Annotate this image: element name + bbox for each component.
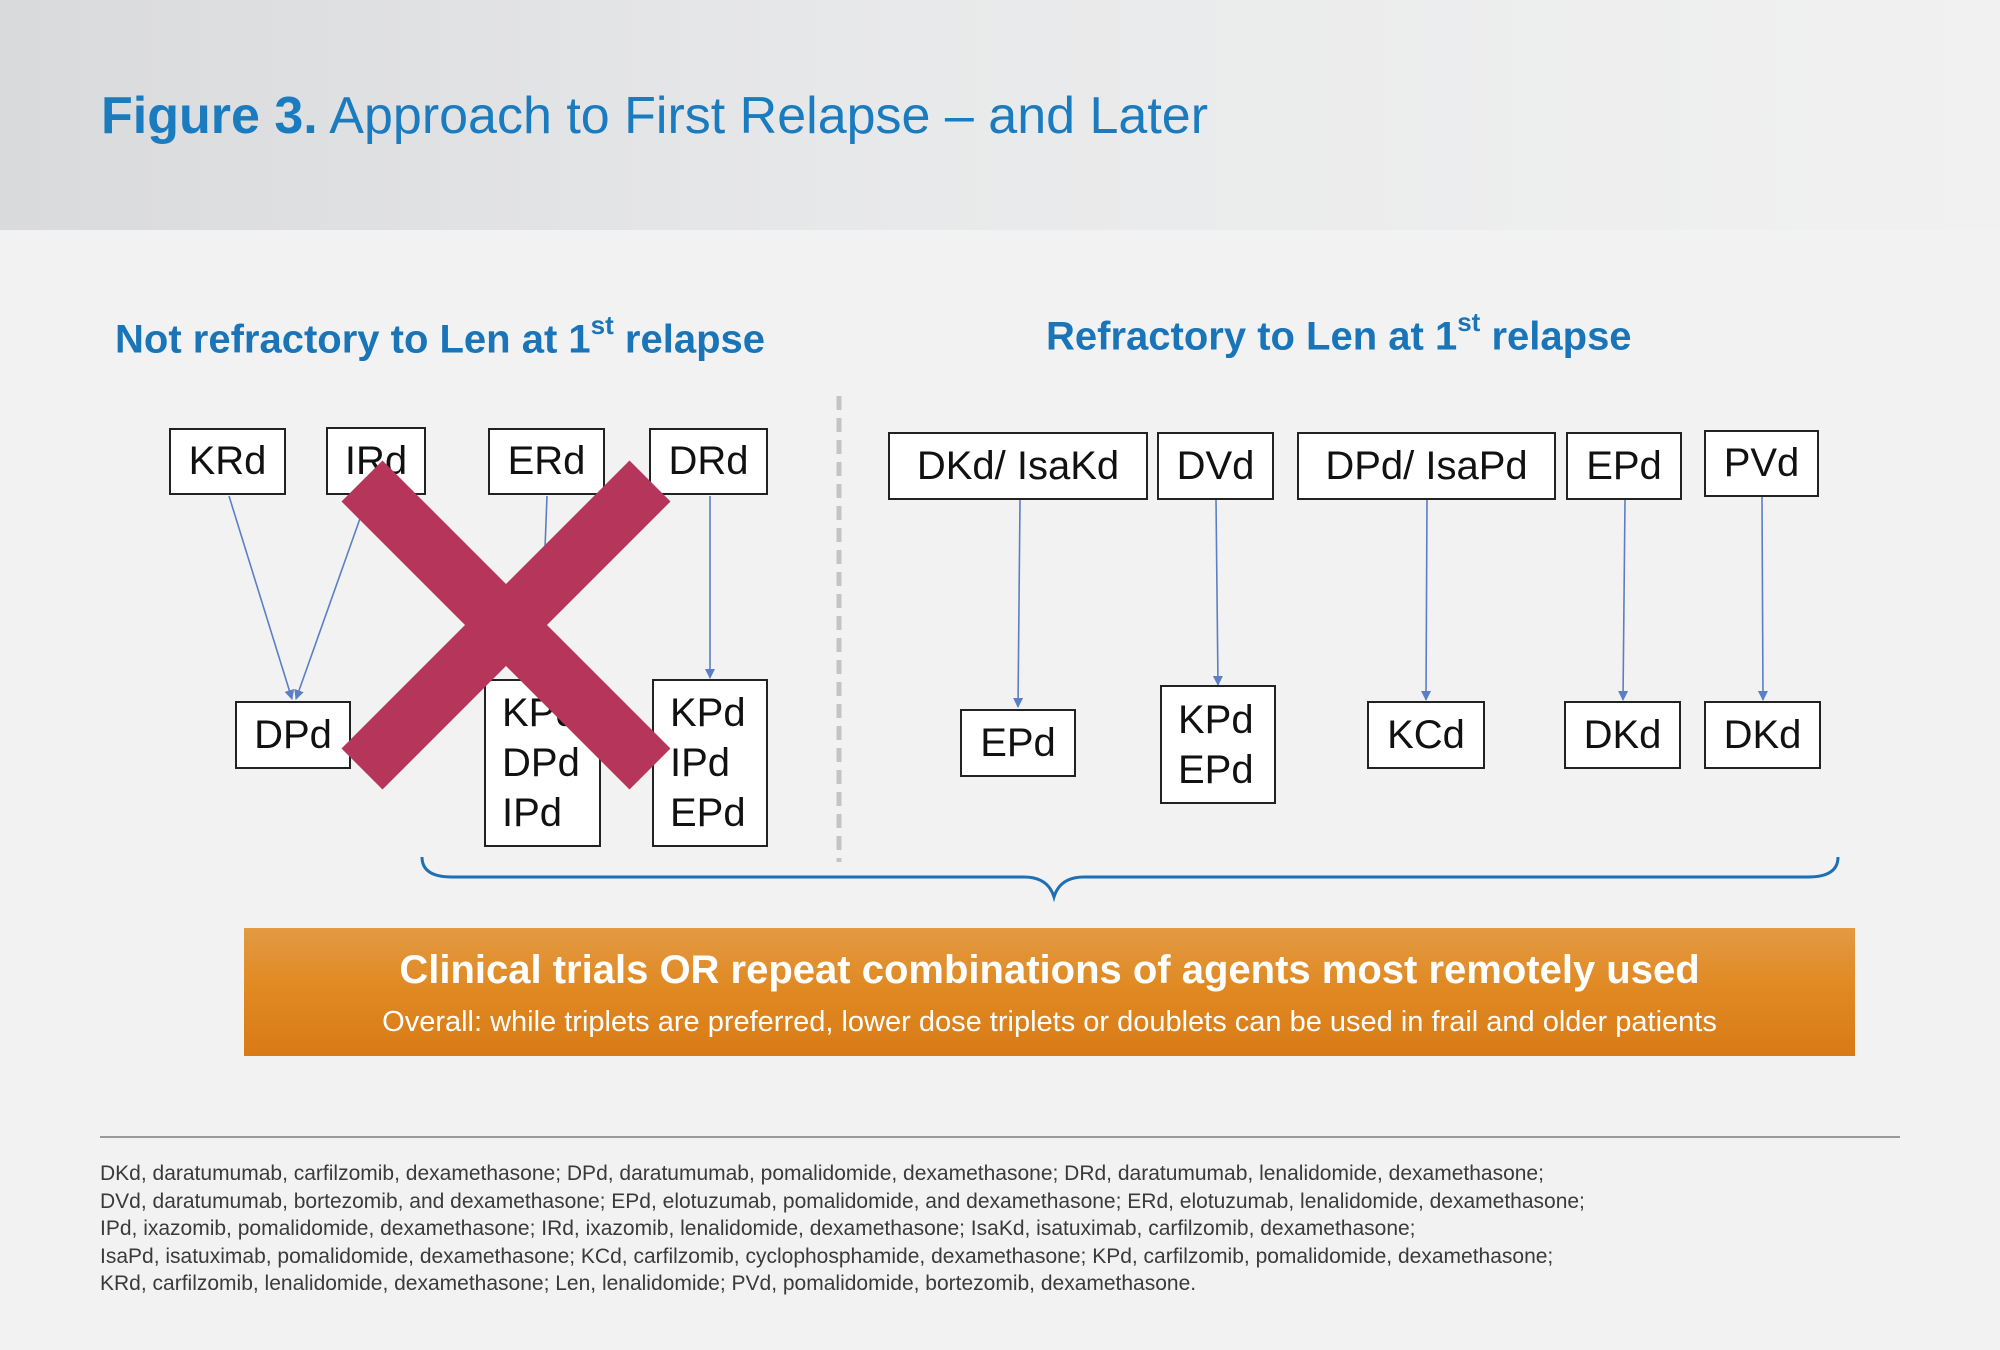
box-kpd-epd: KPd EPd bbox=[1160, 685, 1276, 804]
box-krd: KRd bbox=[169, 428, 286, 495]
banner-subtitle: Overall: while triplets are preferred, l… bbox=[382, 1006, 1717, 1038]
box-line: KPd bbox=[1178, 697, 1254, 742]
box-dpd-isapd: DPd/ IsaPd bbox=[1297, 432, 1556, 500]
box-dpd: DPd bbox=[235, 701, 351, 769]
box-line: DPd bbox=[502, 741, 580, 785]
figure-title: Figure 3. Approach to First Relapse – an… bbox=[101, 86, 1208, 146]
right-heading-sup: st bbox=[1457, 307, 1481, 337]
box-line: EPd bbox=[670, 791, 746, 835]
footnote-divider bbox=[100, 1136, 1900, 1138]
arrow-dkd-to-epd bbox=[1013, 499, 1024, 708]
box-epd-result: EPd bbox=[960, 709, 1076, 777]
arrow-krd-to-dpd bbox=[228, 495, 295, 700]
left-heading-tail: relapse bbox=[613, 317, 765, 362]
box-line: IPd bbox=[502, 791, 563, 835]
curly-brace bbox=[420, 856, 1840, 903]
right-panel-heading: Refractory to Len at 1st relapse bbox=[1046, 307, 1632, 359]
right-heading-text: Refractory to Len at 1 bbox=[1046, 314, 1458, 359]
figure-title-text: Approach to First Relapse – and Later bbox=[329, 87, 1209, 145]
box-dkd-2: DKd bbox=[1704, 701, 1821, 769]
figure-label: Figure 3. bbox=[101, 87, 318, 145]
header-band bbox=[0, 0, 2000, 230]
box-pvd: PVd bbox=[1704, 430, 1819, 497]
box-dvd: DVd bbox=[1157, 432, 1274, 500]
box-line: IPd bbox=[670, 741, 731, 785]
right-heading-tail: relapse bbox=[1480, 314, 1632, 359]
box-dkd-1: DKd bbox=[1564, 701, 1681, 769]
left-heading-text: Not refractory to Len at 1 bbox=[115, 317, 591, 362]
arrow-pvd-to-dkd bbox=[1757, 496, 1768, 701]
banner-title: Clinical trials OR repeat combinations o… bbox=[399, 948, 1700, 992]
clinical-trials-banner: Clinical trials OR repeat combinations o… bbox=[244, 928, 1855, 1056]
box-line: EPd bbox=[1178, 747, 1254, 792]
cross-out-mark bbox=[341, 460, 671, 790]
footnote-line: DKd, daratumumab, carfilzomib, dexametha… bbox=[100, 1162, 1544, 1185]
arrow-dvd-to-kpd-epd bbox=[1212, 499, 1223, 686]
arrow-epd-to-dkd bbox=[1618, 499, 1629, 701]
box-kpd-ipd-epd: KPd IPd EPd bbox=[652, 679, 768, 847]
abbreviations-footnote: DKd, daratumumab, carfilzomib, dexametha… bbox=[100, 1160, 1920, 1298]
box-line: KPd bbox=[670, 691, 746, 735]
footnote-line: DVd, daratumumab, bortezomib, and dexame… bbox=[100, 1189, 1585, 1213]
arrow-erd-down bbox=[544, 495, 548, 549]
box-drd: DRd bbox=[649, 428, 768, 495]
footnote-line: KRd, carfilzomib, lenalidomide, dexameth… bbox=[100, 1272, 1197, 1295]
arrow-dpd-to-kcd bbox=[1421, 499, 1432, 701]
box-epd: EPd bbox=[1566, 432, 1682, 500]
box-dkd-isakd: DKd/ IsaKd bbox=[888, 432, 1148, 500]
box-kcd: KCd bbox=[1367, 701, 1485, 769]
arrow-ird-to-dpd bbox=[294, 495, 369, 700]
left-heading-sup: st bbox=[590, 310, 614, 340]
left-panel-heading: Not refractory to Len at 1st relapse bbox=[115, 310, 765, 362]
footnote-line: IsaPd, isatuximab, pomalidomide, dexamet… bbox=[100, 1244, 1554, 1268]
footnote-line: IPd, ixazomib, pomalidomide, dexamethaso… bbox=[100, 1217, 1416, 1240]
box-erd: ERd bbox=[488, 428, 605, 495]
